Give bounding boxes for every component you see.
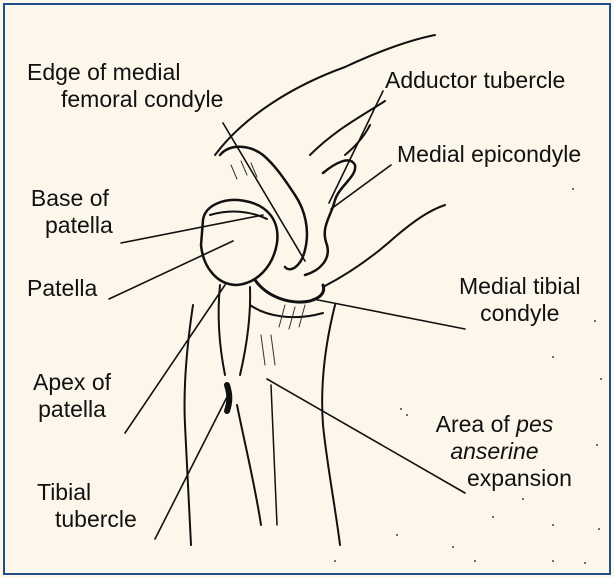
patella-outline	[201, 200, 277, 285]
label-base-of-patella-line2: patella	[27, 212, 113, 239]
label-medial-epicondyle-text: Medial epicondyle	[397, 141, 581, 168]
label-patella-text: Patella	[27, 275, 97, 302]
leader-tibial-tubercle	[155, 397, 227, 539]
label-medial-tibial-condyle-line2: condyle	[459, 300, 580, 327]
label-tibial-tubercle: Tibial tubercle	[37, 479, 137, 533]
label-patella: Patella	[27, 275, 97, 302]
label-pes-anserine: Area of pes anserine expansion	[417, 411, 572, 492]
diagram-frame: Edge of medial femoral condyle Adductor …	[3, 3, 611, 575]
calf-outline	[322, 305, 340, 545]
label-pes-anserine-line2: anserine	[417, 438, 572, 465]
label-medial-femoral-condyle: Edge of medial femoral condyle	[27, 59, 223, 113]
leader-base-of-patella	[121, 215, 263, 243]
leader-apex-of-patella	[125, 285, 225, 433]
label-medial-femoral-condyle-line2: femoral condyle	[27, 86, 223, 113]
posterior-outline	[323, 205, 445, 287]
label-apex-of-patella-line2: patella	[33, 396, 111, 423]
leader-medial-epicondyle	[331, 165, 391, 209]
label-tibial-tubercle-line1: Tibial	[37, 479, 137, 506]
label-base-of-patella: Base of patella	[27, 185, 113, 239]
leader-medial-tibial-condyle	[313, 299, 465, 329]
label-medial-tibial-condyle-line1: Medial tibial	[459, 273, 580, 300]
label-pes-anserine-line1: Area of pes	[417, 411, 572, 438]
label-apex-of-patella: Apex of patella	[33, 369, 111, 423]
label-base-of-patella-line1: Base of	[27, 185, 113, 212]
leader-adductor-tubercle	[329, 91, 383, 203]
label-apex-of-patella-line1: Apex of	[33, 369, 111, 396]
speckle-dots	[334, 188, 602, 564]
patellar-tendon-left	[219, 285, 225, 375]
label-medial-femoral-condyle-line1: Edge of medial	[27, 59, 223, 86]
thigh-outline	[215, 35, 435, 155]
leader-patella	[109, 241, 233, 299]
label-medial-epicondyle: Medial epicondyle	[397, 141, 581, 168]
tibial-crest	[237, 405, 261, 525]
label-adductor-tubercle: Adductor tubercle	[385, 67, 565, 94]
tibial-shaft-line	[271, 385, 277, 525]
patellar-tendon-right	[240, 287, 250, 375]
label-pes-anserine-prefix: Area of	[436, 411, 517, 437]
tibial-plateau	[250, 305, 323, 317]
label-tibial-tubercle-line2: tubercle	[37, 506, 137, 533]
label-adductor-tubercle-text: Adductor tubercle	[385, 67, 565, 94]
adductor-ridge	[345, 125, 370, 155]
label-pes-anserine-line3: expansion	[417, 465, 572, 492]
medial-epicondyle-outline	[305, 160, 355, 275]
label-pes-anserine-pes: pes	[516, 411, 553, 437]
shin-front	[184, 305, 193, 545]
label-medial-tibial-condyle: Medial tibial condyle	[459, 273, 580, 327]
